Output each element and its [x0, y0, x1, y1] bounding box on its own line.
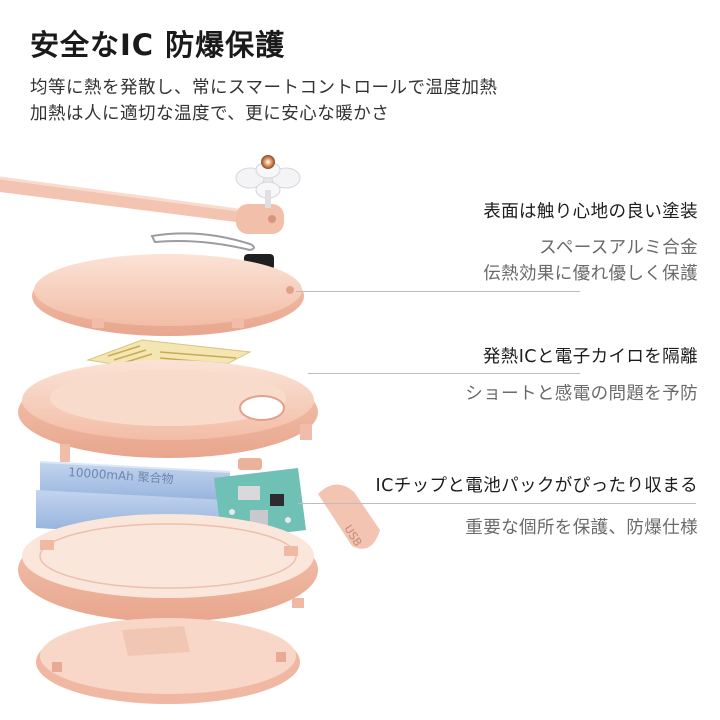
callout-3-detail-1: 重要な個所を保護、防爆仕様	[465, 518, 698, 538]
middle-shell	[18, 360, 318, 470]
callout-1-detail-2: 伝熱効果に優れ優しく保護	[483, 264, 698, 284]
callout-2-detail-1: ショートと感電の問題を予防	[465, 384, 698, 404]
callout-1-detail-1: スペースアルミ合金	[539, 238, 698, 258]
battery-label: 10000mAh 聚合物	[68, 464, 174, 486]
page-title: 安全なIC 防爆保護	[30, 28, 286, 62]
callout-3-main: ICチップと電池パックがぴったり収まる	[375, 476, 698, 496]
callout-line-3	[298, 503, 696, 504]
lower-shell	[18, 514, 318, 622]
callout-2-main: 発熱ICと電子カイロを隔離	[482, 347, 698, 367]
subtitle-line-2: 加熱は人に適切な温度で、更に安心な暖かさ	[30, 104, 390, 124]
callout-line-1	[296, 291, 580, 292]
subtitle-line-1: 均等に熱を発散し、常にスマートコントロールで温度加熱	[30, 78, 498, 98]
callout-line-2	[308, 373, 580, 374]
usb-cover: USB	[318, 484, 380, 549]
string-loop	[150, 232, 255, 252]
bottom-plate	[36, 618, 300, 704]
top-shell	[32, 254, 304, 336]
lanyard-strap	[0, 176, 284, 234]
flower-clip	[235, 155, 301, 208]
callout-1-main: 表面は触り心地の良い塗装	[483, 202, 698, 222]
